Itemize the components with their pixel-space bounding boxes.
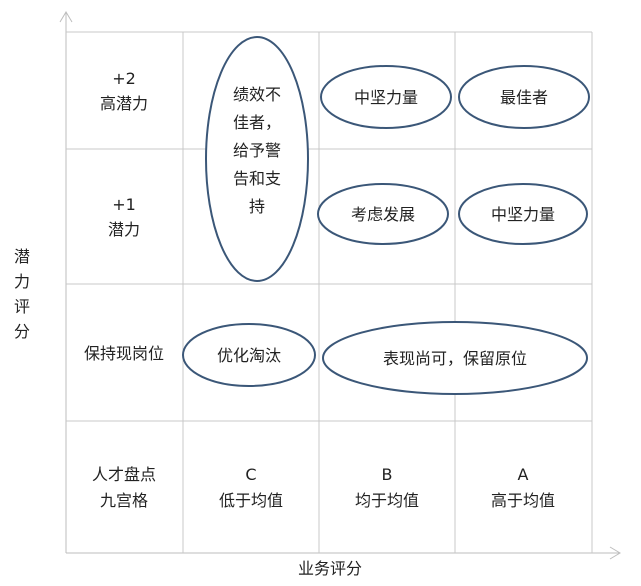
category-consider-development: 考虑发展 <box>317 183 449 245</box>
category-backbone-mid-label: 中坚力量 <box>491 205 555 224</box>
category-consider-development-label: 考虑发展 <box>351 205 415 224</box>
row-label-high-potential-score: +2 <box>112 69 136 88</box>
row-label-keep-position: 保持现岗位 <box>84 344 164 363</box>
x-axis-arrow <box>609 546 621 560</box>
category-backbone-top-ellipse <box>320 65 452 129</box>
column-label-c: C 低于均值 <box>219 465 283 510</box>
category-eliminate-label: 优化淘汰 <box>217 346 281 365</box>
row-label-high-potential: +2 高潜力 <box>100 69 148 113</box>
corner-label-line-1: 人才盘点 <box>92 465 156 484</box>
row-label-keep-position-text: 保持现岗位 <box>84 344 164 363</box>
row-label-high-potential-text: 高潜力 <box>100 94 148 113</box>
category-consider-development-ellipse <box>317 183 449 245</box>
column-label-c-text: 低于均值 <box>219 491 283 510</box>
category-poor-performance-line-4: 告和支 <box>233 169 281 188</box>
column-label-a-grade: A <box>518 465 529 484</box>
column-label-b: B 均于均值 <box>355 465 419 510</box>
row-label-potential: +1 潜力 <box>108 195 140 239</box>
column-label-c-grade: C <box>245 465 256 484</box>
category-backbone-top-label: 中坚力量 <box>354 88 418 107</box>
y-axis-label-char-4: 分 <box>14 322 30 341</box>
category-poor-performance-line-1: 绩效不 <box>233 85 281 104</box>
y-axis-label-char-2: 力 <box>14 272 30 291</box>
category-best-ellipse <box>458 65 590 129</box>
corner-label: 人才盘点 九宫格 <box>92 465 156 510</box>
category-backbone-top: 中坚力量 <box>320 65 452 129</box>
category-acceptable-retain: 表现尚可，保留原位 <box>322 321 588 395</box>
y-axis-label: 潜 力 评 分 <box>14 247 30 341</box>
category-poor-performance: 绩效不 佳者， 给予警 告和支 持 <box>205 36 309 282</box>
category-acceptable-retain-label: 表现尚可，保留原位 <box>383 349 527 368</box>
column-label-b-grade: B <box>382 465 393 484</box>
category-poor-performance-ellipse <box>205 36 309 282</box>
row-label-potential-text: 潜力 <box>108 220 140 239</box>
category-eliminate: 优化淘汰 <box>182 323 316 387</box>
y-axis-label-char-3: 评 <box>14 297 30 316</box>
category-poor-performance-line-3: 给予警 <box>233 141 281 160</box>
grid <box>66 31 593 553</box>
row-label-potential-score: +1 <box>112 195 136 214</box>
corner-label-line-2: 九宫格 <box>100 491 148 510</box>
category-eliminate-ellipse <box>182 323 316 387</box>
category-backbone-mid-ellipse <box>458 183 588 245</box>
category-backbone-mid: 中坚力量 <box>458 183 588 245</box>
category-acceptable-retain-ellipse <box>322 321 588 395</box>
x-axis-label: 业务评分 <box>298 559 362 578</box>
category-best: 最佳者 <box>458 65 590 129</box>
column-label-b-text: 均于均值 <box>355 491 419 510</box>
column-label-a: A 高于均值 <box>491 465 555 510</box>
category-best-label: 最佳者 <box>500 88 548 107</box>
column-label-a-text: 高于均值 <box>491 491 555 510</box>
category-poor-performance-line-2: 佳者， <box>233 113 281 132</box>
axes <box>59 11 621 560</box>
y-axis-arrow <box>59 11 73 23</box>
category-poor-performance-line-5: 持 <box>249 197 265 216</box>
y-axis-label-char-1: 潜 <box>14 247 30 266</box>
